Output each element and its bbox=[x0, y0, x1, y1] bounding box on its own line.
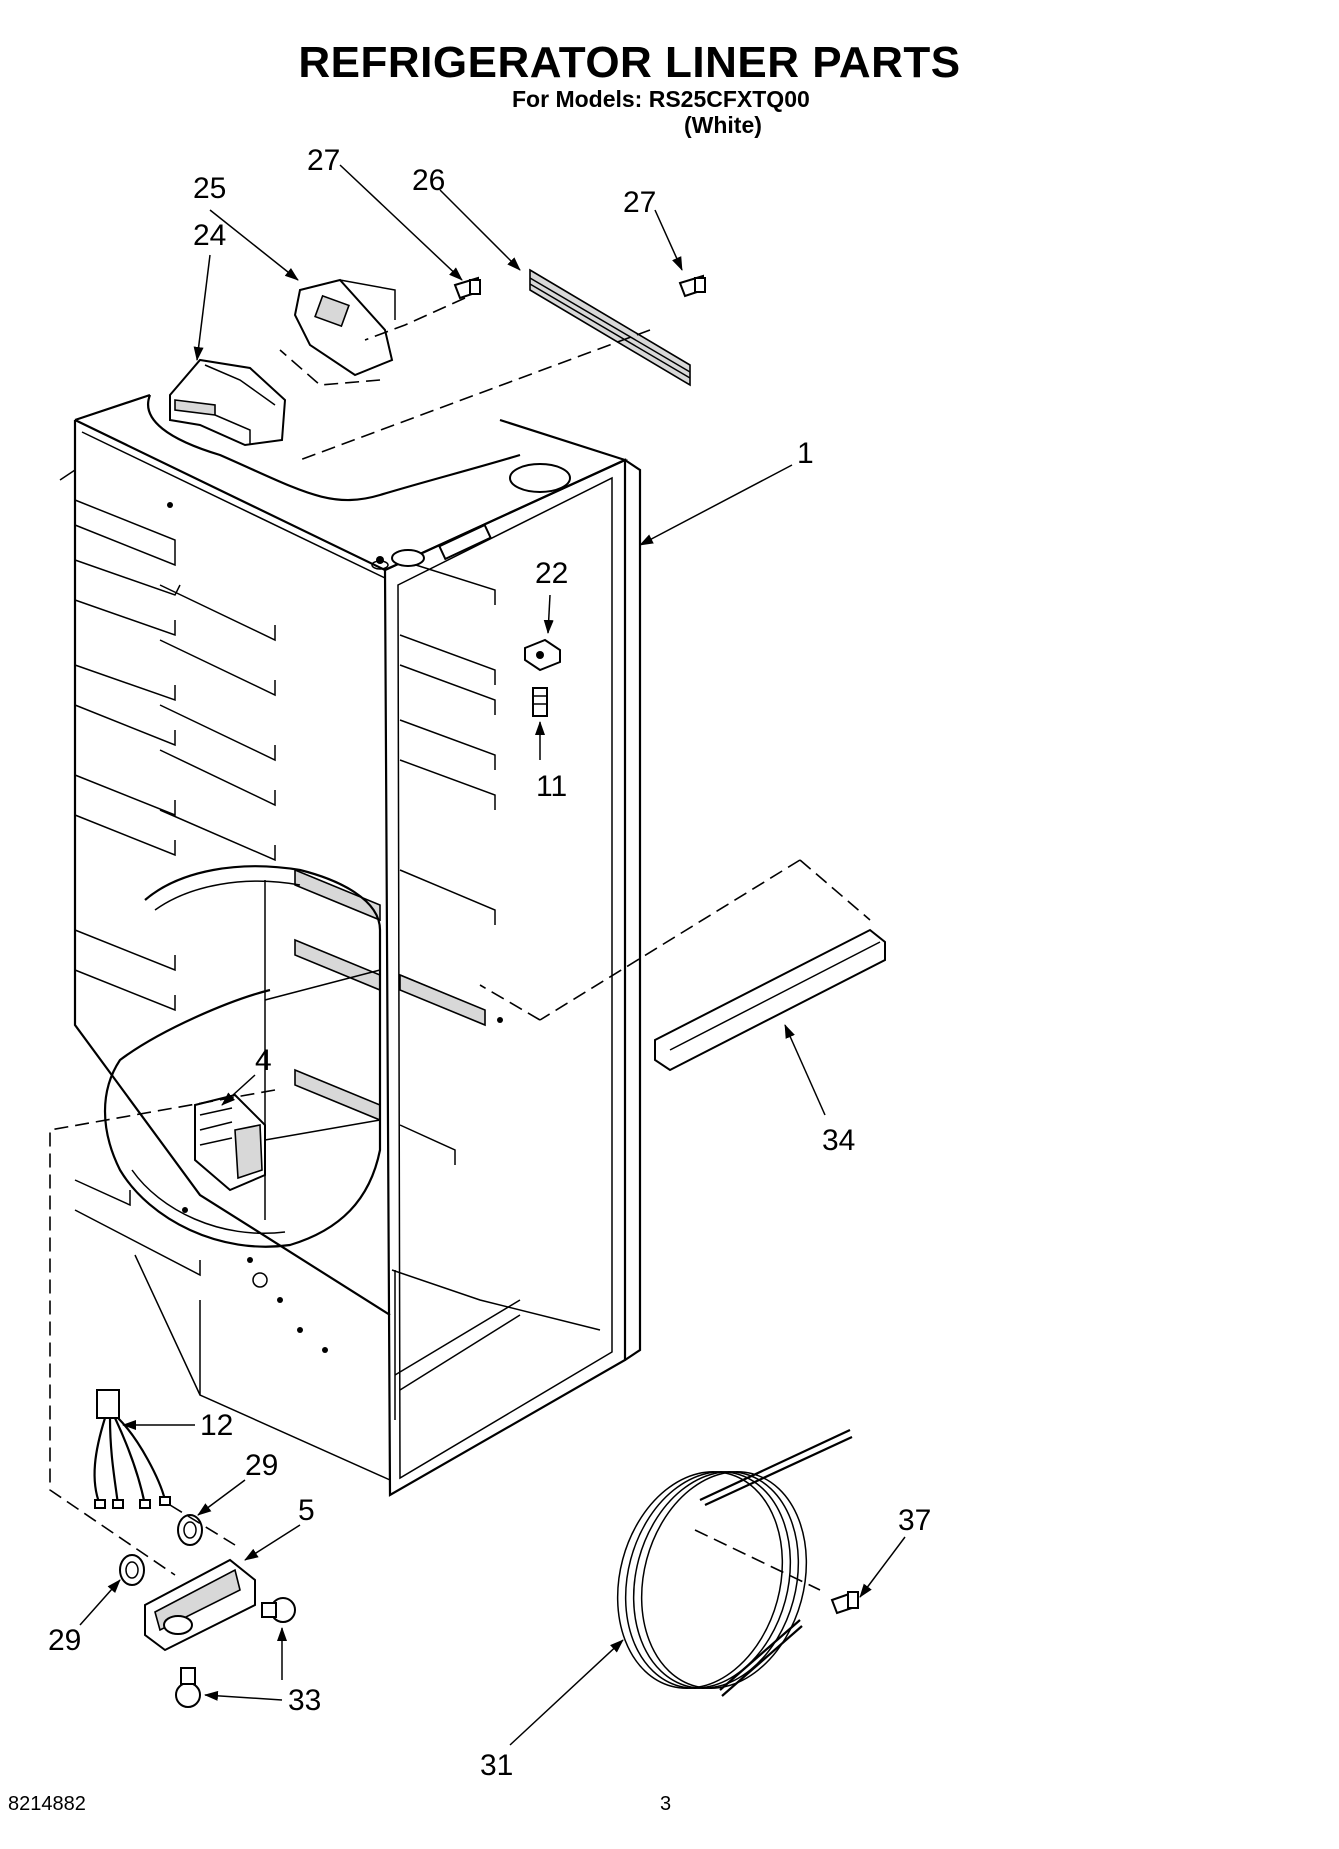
part-25-bracket bbox=[279, 278, 396, 386]
callouts: 25 24 27 26 27 1 22 11 4 34 12 29 5 29 3… bbox=[48, 144, 931, 1782]
part-31-tubing-coil bbox=[616, 1429, 853, 1697]
callout-22: 22 bbox=[535, 557, 568, 590]
callout-5: 5 bbox=[298, 1494, 315, 1527]
callout-12: 12 bbox=[200, 1409, 233, 1442]
part-4-light-assembly bbox=[194, 1093, 266, 1192]
page-number: 3 bbox=[660, 1793, 672, 1815]
callout-29-upper: 29 bbox=[245, 1449, 278, 1482]
part-24-control-housing bbox=[169, 358, 287, 447]
callout-33: 33 bbox=[288, 1684, 321, 1717]
page-title: REFRIGERATOR LINER PARTS bbox=[298, 38, 961, 87]
part-5-light-housing bbox=[144, 1558, 256, 1652]
callout-34: 34 bbox=[822, 1124, 855, 1157]
part-34-bracket bbox=[479, 859, 886, 1072]
part-37-screw bbox=[830, 1591, 859, 1615]
part-22-clip bbox=[524, 638, 561, 672]
callout-25: 25 bbox=[193, 172, 226, 205]
part-33-bulb-bottom bbox=[175, 1667, 201, 1708]
liner-cabinet bbox=[73, 393, 642, 1497]
callout-11: 11 bbox=[536, 770, 567, 803]
color-line: (White) bbox=[684, 112, 762, 138]
callout-26: 26 bbox=[412, 164, 445, 197]
callout-27-right: 27 bbox=[623, 186, 656, 219]
callout-29-lower: 29 bbox=[48, 1624, 81, 1657]
part-27-screw-left bbox=[453, 276, 481, 300]
part-29-socket-upper bbox=[177, 1514, 203, 1546]
part-29-socket-lower bbox=[119, 1554, 145, 1586]
callout-1: 1 bbox=[797, 437, 814, 470]
part-26-trim-strip bbox=[529, 268, 691, 387]
callout-24: 24 bbox=[193, 219, 226, 252]
leader-lines bbox=[79, 164, 906, 1746]
part-27-screw-right bbox=[678, 274, 706, 298]
callout-31: 31 bbox=[480, 1749, 513, 1782]
part-12-wire-harness bbox=[93, 1389, 171, 1509]
callout-4: 4 bbox=[255, 1044, 272, 1077]
part-33-bulb-right bbox=[261, 1597, 296, 1623]
callout-37: 37 bbox=[898, 1504, 931, 1537]
doc-number: 8214882 bbox=[8, 1793, 86, 1815]
callout-27-left: 27 bbox=[307, 144, 340, 177]
part-11-screw bbox=[532, 687, 548, 717]
models-line: For Models: RS25CFXTQ00 bbox=[512, 86, 810, 112]
